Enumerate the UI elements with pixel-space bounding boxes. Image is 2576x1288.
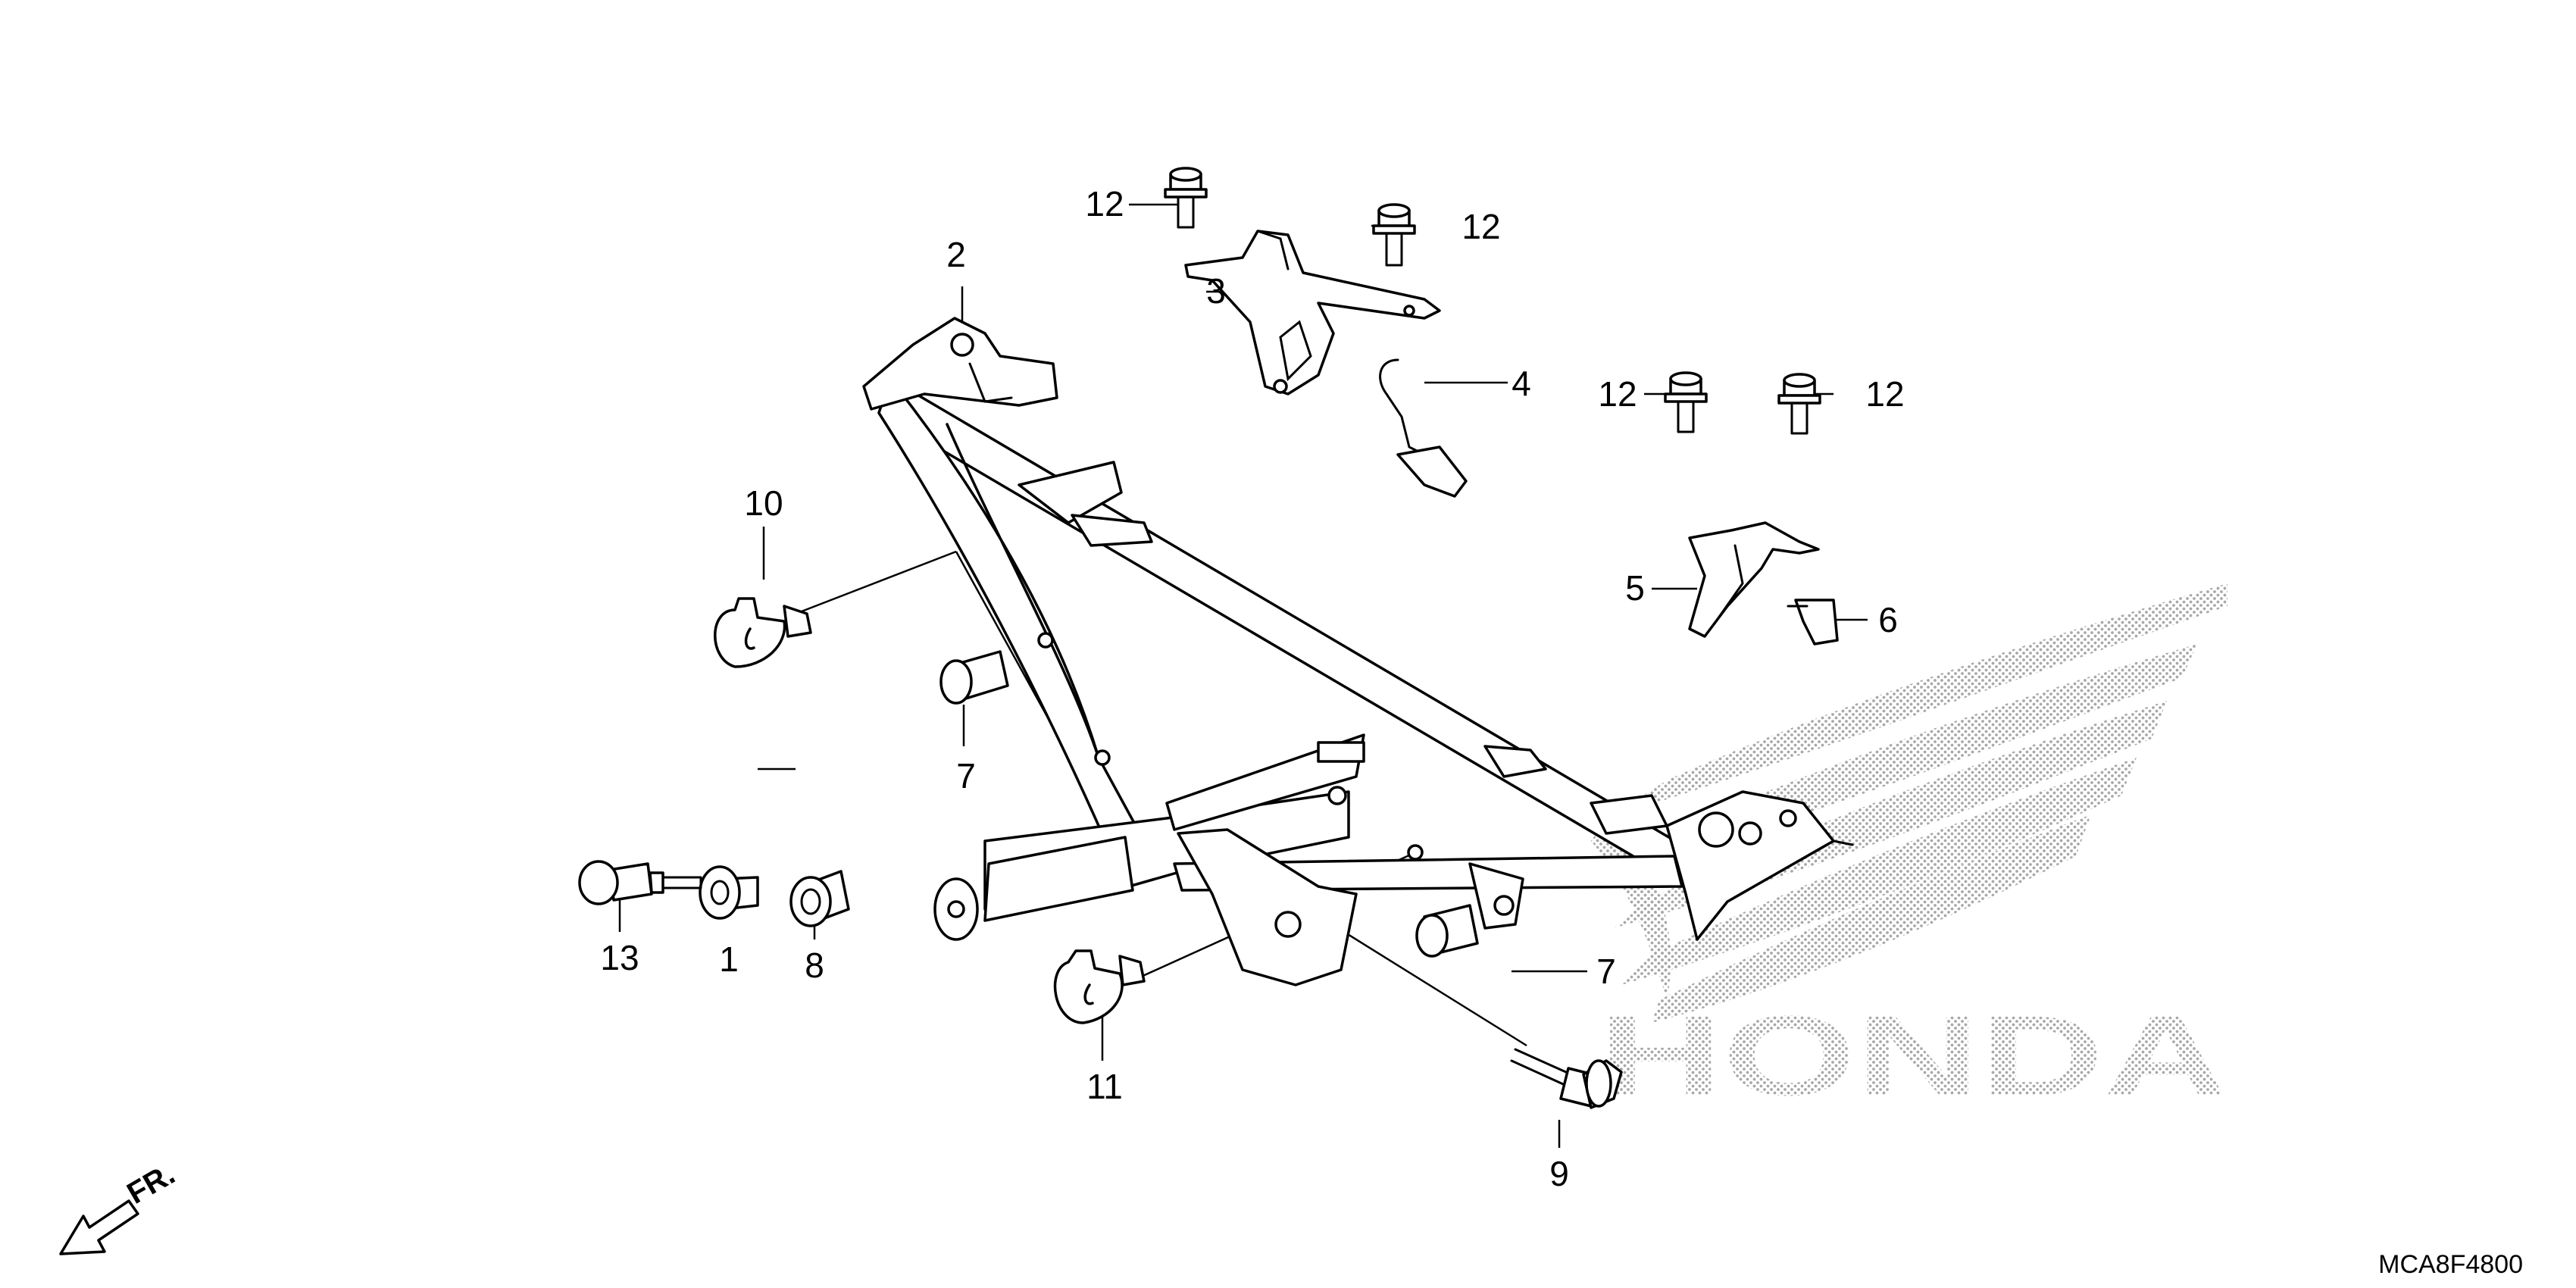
callout-3: 3 [1206, 271, 1226, 311]
callout-9: 9 [1549, 1154, 1569, 1193]
wire-stay-part-4 [1379, 358, 1468, 498]
callout-13: 13 [600, 938, 639, 977]
rubber-part-8 [789, 870, 850, 927]
callout-12-c: 12 [1598, 374, 1637, 414]
callout-4: 4 [1512, 364, 1531, 403]
bracket-part-5 [1688, 521, 1820, 638]
front-direction-arrow-icon: FR. [59, 1157, 180, 1255]
callout-8: 8 [805, 946, 824, 985]
honda-watermark-text: HONDA [1599, 992, 2227, 1119]
bolt-part-13 [578, 860, 702, 905]
callout-6: 6 [1878, 600, 1898, 639]
callout-7-upper: 7 [956, 756, 976, 796]
bolt-part-12-b [1372, 203, 1416, 267]
clamp-part-11 [1053, 949, 1146, 1024]
honda-wing-logo-icon [1591, 583, 2227, 1023]
callout-2: 2 [946, 235, 966, 274]
callout-7-lower: 7 [1596, 952, 1616, 991]
clip-part-6 [1787, 599, 1839, 646]
clamp-part-10 [714, 597, 812, 668]
callout-5: 5 [1625, 568, 1645, 608]
bracket-part-3 [1184, 230, 1441, 395]
bolt-part-12-a [1164, 167, 1208, 229]
rubber-part-7-upper [939, 650, 1009, 705]
rubber-part-7-lower [1415, 904, 1479, 958]
callout-10: 10 [744, 483, 783, 523]
bolt-part-12-d [1777, 373, 1821, 435]
bolt-part-9 [1510, 1048, 1623, 1109]
callout-12-d: 12 [1865, 374, 1904, 414]
callout-12-a: 12 [1085, 184, 1124, 224]
collar-part-1 [699, 865, 759, 920]
main-frame-part-2 [862, 317, 1854, 986]
callout-12-b: 12 [1462, 207, 1500, 246]
bolt-part-12-c [1664, 371, 1708, 433]
callout-11: 11 [1086, 1067, 1123, 1106]
callout-1: 1 [719, 939, 739, 979]
diagram-code: MCA8F4800 [2378, 1250, 2523, 1279]
